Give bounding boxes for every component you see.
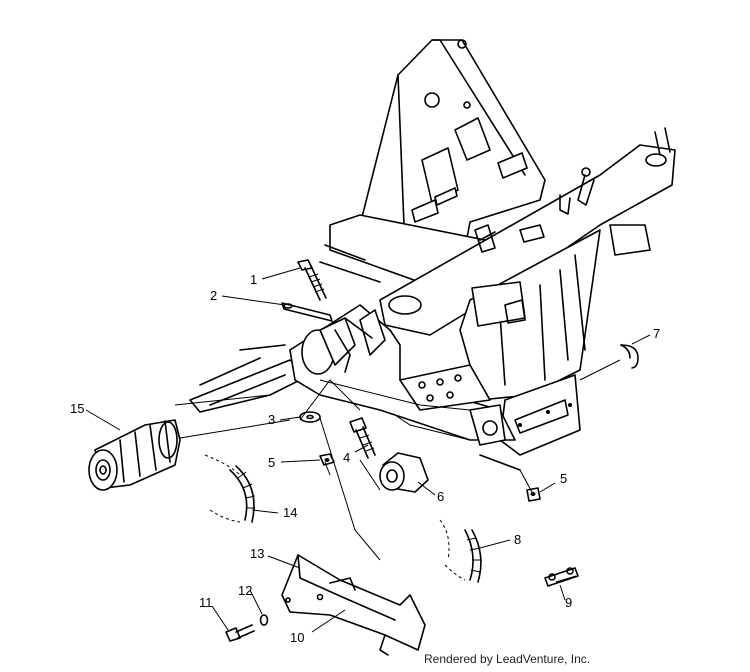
part-9-master-link	[544, 567, 579, 587]
render-credit: Rendered by LeadVenture, Inc.	[424, 652, 591, 666]
frame-rails	[319, 127, 676, 336]
part-14-chain	[204, 454, 256, 523]
callout-4: 4	[343, 450, 350, 465]
callout-5a: 5	[268, 455, 275, 470]
callout-15: 15	[70, 401, 84, 416]
explosion-lines	[174, 359, 621, 561]
callout-3: 3	[268, 412, 275, 427]
frame-upright-plate	[359, 39, 546, 276]
part-1-bolt	[297, 259, 327, 301]
part-10-chain-guard	[281, 554, 426, 656]
part-5-nut-right	[526, 487, 541, 502]
callout-2: 2	[210, 288, 217, 303]
part-6-roller	[379, 452, 429, 493]
callout-labels: 1 2 3 4 5 5 6 7 8 9 10 11 12 13 14 15	[70, 272, 660, 645]
callout-9: 9	[565, 595, 572, 610]
part-15-sprocket	[88, 419, 181, 491]
callout-leaders	[85, 267, 651, 633]
callout-5b: 5	[560, 471, 567, 486]
callout-7: 7	[653, 326, 660, 341]
swing-arm	[189, 304, 521, 471]
part-3-washer	[299, 411, 321, 423]
callout-14: 14	[283, 505, 297, 520]
callout-1: 1	[250, 272, 257, 287]
frame-lower-section	[459, 229, 601, 456]
part-4-bolt	[349, 417, 376, 459]
part-11-bolt	[225, 624, 255, 642]
callout-12: 12	[238, 583, 252, 598]
part-7-ring	[620, 344, 639, 369]
callout-13: 13	[250, 546, 264, 561]
part-12-washer	[259, 614, 269, 626]
callout-10: 10	[290, 630, 304, 645]
callout-11: 11	[199, 595, 213, 610]
callout-8: 8	[514, 532, 521, 547]
callout-6: 6	[437, 489, 444, 504]
part-2-strap	[281, 302, 333, 322]
part-8-chain	[439, 519, 482, 583]
